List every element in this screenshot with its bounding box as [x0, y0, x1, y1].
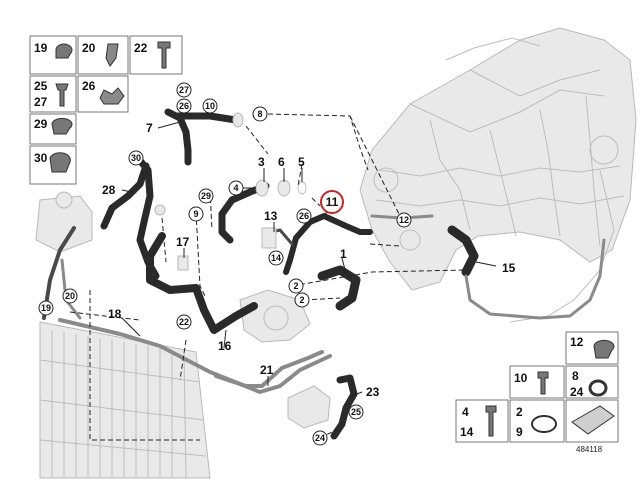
- circled-labels: 27 26 10 8 30 4 29 9 26 12 14 2 2 19 20 …: [38, 82, 412, 446]
- callout-8: 8: [252, 106, 268, 122]
- callout-9: 9: [188, 206, 204, 222]
- svg-text:2: 2: [299, 295, 304, 305]
- svg-text:29: 29: [201, 191, 211, 201]
- label-part-17: 17: [176, 235, 190, 249]
- svg-text:24: 24: [315, 433, 325, 443]
- callout-2: 2: [288, 278, 304, 294]
- label-part-18: 18: [108, 307, 122, 321]
- holder-icon: [99, 87, 125, 105]
- callout-27: 27: [176, 82, 192, 98]
- radiator: [39, 321, 211, 479]
- callout-4: 4: [228, 180, 244, 196]
- callout-20: 20: [62, 288, 78, 304]
- callout-10: 10: [202, 98, 218, 114]
- engine-block: [359, 27, 637, 323]
- label-part-28: 28: [102, 183, 116, 197]
- callout-22: 22: [176, 314, 192, 330]
- svg-text:25: 25: [351, 407, 361, 417]
- legend-label-25: 25: [34, 79, 48, 93]
- svg-text:2: 2: [293, 281, 298, 291]
- auxiliary-pump: [287, 385, 331, 429]
- label-part-7: 7: [146, 121, 153, 135]
- legend-label-10: 10: [514, 371, 528, 385]
- svg-text:9: 9: [193, 209, 198, 219]
- legend-left: 19 20 22 25 27 26 29 30: [29, 35, 183, 185]
- clamp-icon: [55, 43, 73, 59]
- clamp-band-icon: [531, 415, 557, 433]
- expansion-tank: [35, 191, 93, 253]
- legend-label-22: 22: [134, 41, 148, 55]
- svg-text:14: 14: [271, 253, 281, 263]
- callout-12: 12: [396, 212, 412, 228]
- label-part-13: 13: [264, 209, 278, 223]
- bolt-icon: [485, 405, 497, 437]
- svg-text:10: 10: [205, 101, 215, 111]
- legend-label-29: 29: [34, 117, 48, 131]
- legend-label-8: 8: [572, 369, 579, 383]
- legend-label-2: 2: [516, 405, 523, 419]
- bolt-icon: [157, 41, 171, 69]
- svg-text:12: 12: [399, 215, 409, 225]
- label-part-5: 5: [298, 155, 305, 169]
- svg-text:4: 4: [233, 183, 238, 193]
- legend-label-4: 4: [462, 405, 469, 419]
- label-part-6: 6: [278, 155, 285, 169]
- svg-text:19: 19: [41, 303, 51, 313]
- legend-right: 12 10 8 24 4 14 2 9: [455, 331, 619, 443]
- bolt-icon: [537, 371, 549, 395]
- highlighted-part-marker: 11: [320, 190, 344, 214]
- label-part-21: 21: [260, 363, 274, 377]
- hoses: [42, 108, 606, 440]
- svg-text:27: 27: [179, 85, 189, 95]
- label-part-15: 15: [502, 261, 516, 275]
- clip-icon: [105, 43, 119, 67]
- water-pump: [239, 289, 311, 343]
- spring-clamp-icon: [49, 152, 71, 173]
- legend-label-20: 20: [82, 41, 96, 55]
- label-part-23: 23: [366, 385, 380, 399]
- svg-text:30: 30: [131, 153, 141, 163]
- tape-icon: [571, 405, 615, 435]
- hose-clamp-icon: [51, 117, 73, 135]
- legend-label-27: 27: [34, 95, 48, 109]
- svg-text:22: 22: [179, 317, 189, 327]
- label-part-1: 1: [340, 247, 347, 261]
- dashed-leaders: [69, 113, 467, 441]
- svg-text:26: 26: [299, 211, 309, 221]
- callout-24: 24: [312, 430, 328, 446]
- callout-29: 29: [198, 188, 214, 204]
- svg-text:20: 20: [65, 291, 75, 301]
- small-parts: [154, 112, 307, 271]
- screw-icon: [55, 83, 69, 107]
- label-part-3: 3: [258, 155, 265, 169]
- legend-label-14: 14: [460, 425, 474, 439]
- legend-label-19: 19: [34, 41, 48, 55]
- callout-19: 19: [38, 300, 54, 316]
- legend-label-30: 30: [34, 151, 48, 165]
- solid-leaders: [121, 121, 497, 397]
- callout-25: 25: [348, 404, 364, 420]
- hose-clamp-icon: [593, 339, 615, 359]
- reference-number: 484118: [576, 445, 603, 454]
- label-part-16: 16: [218, 339, 232, 353]
- svg-text:26: 26: [179, 101, 189, 111]
- svg-text:8: 8: [257, 109, 262, 119]
- callout-14: 14: [268, 250, 284, 266]
- legend-label-9: 9: [516, 425, 523, 439]
- part-labels: 7 28 3 6 5 13 17 1 15 18 16 21 23: [102, 121, 516, 399]
- seal-ring-icon: [588, 379, 608, 397]
- label-part-11: 11: [326, 195, 339, 209]
- legend-label-12: 12: [570, 335, 584, 349]
- legend-label-26: 26: [82, 79, 96, 93]
- callout-2: 2: [294, 292, 310, 308]
- callout-30: 30: [128, 150, 144, 166]
- callout-26: 26: [296, 208, 312, 224]
- legend-label-24: 24: [570, 385, 584, 399]
- callout-26: 26: [176, 98, 192, 114]
